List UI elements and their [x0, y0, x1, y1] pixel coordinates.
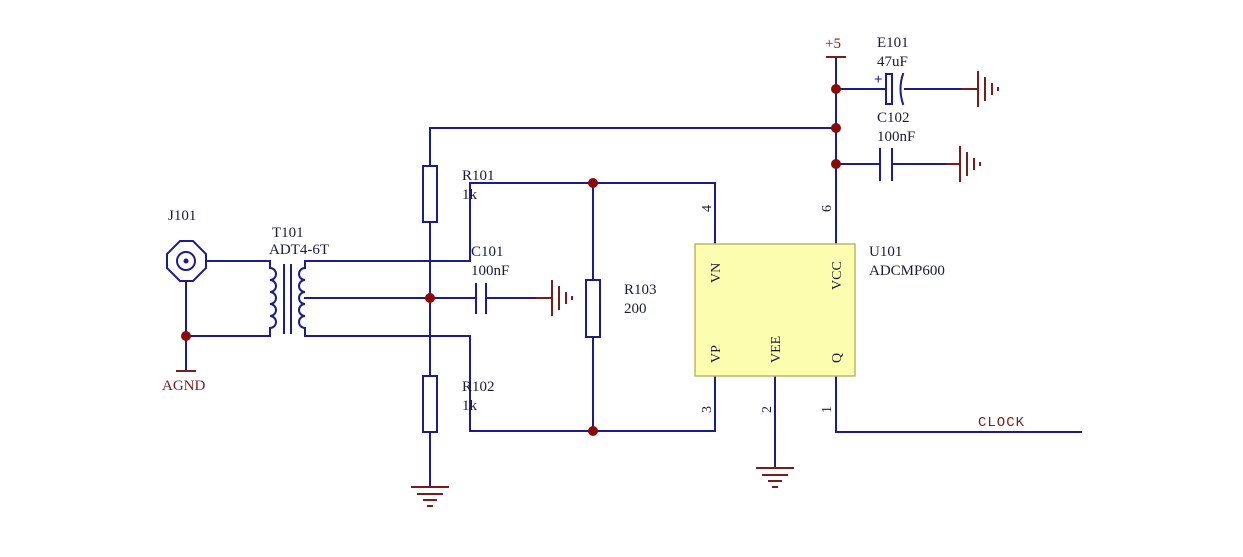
c102-value-label: 100nF: [877, 129, 915, 145]
c102-ground-symbol: [946, 146, 981, 182]
wires: [185, 57, 1082, 486]
u101-pin-number-3: 3: [700, 406, 715, 413]
e101-electrolytic-capacitor: + E101 47uF: [874, 35, 909, 106]
t101-transformer: T101 ADT4-6T: [269, 225, 329, 336]
e101-ground-symbol: [962, 71, 999, 107]
agnd-symbol: AGND: [162, 370, 205, 394]
e101-polarity-mark: +: [874, 72, 883, 88]
u101-ref-label: U101: [869, 244, 902, 260]
r102-body: [422, 375, 438, 433]
t101-secondary-coil: [298, 261, 306, 336]
j101-ref-label: J101: [168, 208, 196, 224]
r103-ref-label: R103: [624, 282, 657, 298]
r101-value-label: 1k: [462, 187, 478, 203]
e101-value-label: 47uF: [877, 54, 908, 70]
wire-secondary-top-vn: [304, 182, 716, 262]
junction-center-tap: [425, 293, 435, 303]
u101-pin-name-vee: VEE: [769, 336, 784, 363]
c102-capacitor: C102 100nF: [877, 110, 915, 181]
c102-plates: [879, 148, 893, 181]
r102-value-label: 1k: [462, 398, 478, 414]
junction-vn-r103: [588, 178, 598, 188]
r103-resistor: R103 200: [585, 279, 657, 338]
r101-body: [422, 165, 438, 223]
u101-body: [694, 243, 856, 377]
u101-comparator-ic: VN VP VEE VCC Q 4 3 2 6 1 U101 ADCMP600: [694, 205, 945, 413]
r103-value-label: 200: [624, 301, 647, 317]
c102-ref-label: C102: [877, 110, 910, 126]
r101-resistor: R101 1k: [422, 165, 495, 223]
u101-pin-name-q: Q: [830, 353, 845, 363]
clock-net-label: CLOCK: [978, 415, 1025, 431]
u101-pin-name-vp: VP: [709, 345, 724, 363]
u101-value-label: ADCMP600: [869, 263, 945, 279]
junction-e101: [831, 84, 841, 94]
c102-ground-icon: [946, 146, 981, 182]
r102-resistor: R102 1k: [422, 375, 495, 433]
u101-pin-name-vn: VN: [709, 263, 724, 283]
c101-ref-label: C101: [471, 244, 504, 260]
r102-ground-symbol: [411, 485, 449, 507]
c101-plates: [475, 283, 487, 314]
u101-pin-number-4: 4: [700, 205, 715, 212]
wire-q-clock: [835, 375, 1082, 433]
r102-ref-label: R102: [462, 379, 495, 395]
t101-core: [283, 264, 292, 334]
junction-c102: [831, 159, 841, 169]
r101-ref-label: R101: [462, 168, 495, 184]
vplus-net-label: +5: [825, 36, 841, 52]
vee-ground-symbol: [756, 466, 794, 488]
t101-ref-label: T101: [272, 225, 304, 241]
junctions: [181, 84, 841, 436]
r102-ground-icon: [411, 485, 449, 507]
vplus-power-symbol: +5: [825, 36, 846, 58]
e101-ground-icon: [962, 71, 999, 107]
junction-vp-r103: [588, 426, 598, 436]
junction-agnd: [181, 331, 191, 341]
e101-ref-label: E101: [877, 35, 909, 51]
e101-negative-plate: [899, 72, 905, 106]
c101-ground-icon: [536, 280, 573, 316]
e101-positive-plate: [885, 73, 893, 105]
j101-coax-connector: J101: [166, 208, 207, 282]
j101-center-pin: [183, 258, 189, 264]
junction-supply-rail: [831, 123, 841, 133]
c101-value-label: 100nF: [471, 263, 509, 279]
c101-ground-symbol: [536, 280, 573, 316]
vee-ground-icon: [756, 466, 794, 488]
u101-pin-name-vcc: VCC: [830, 261, 845, 290]
u101-pin-number-1: 1: [820, 406, 835, 413]
u101-pin-number-2: 2: [760, 406, 775, 413]
wire-secondary-bottom-vp: [304, 335, 716, 432]
r103-body: [585, 279, 601, 338]
j101-inner-ring: [176, 251, 196, 271]
t101-primary-coil: [269, 261, 277, 336]
t101-value-label: ADT4-6T: [269, 242, 329, 258]
agnd-net-label: AGND: [162, 378, 205, 394]
u101-pin-number-6: 6: [820, 205, 835, 212]
c101-capacitor: C101 100nF: [471, 244, 509, 314]
